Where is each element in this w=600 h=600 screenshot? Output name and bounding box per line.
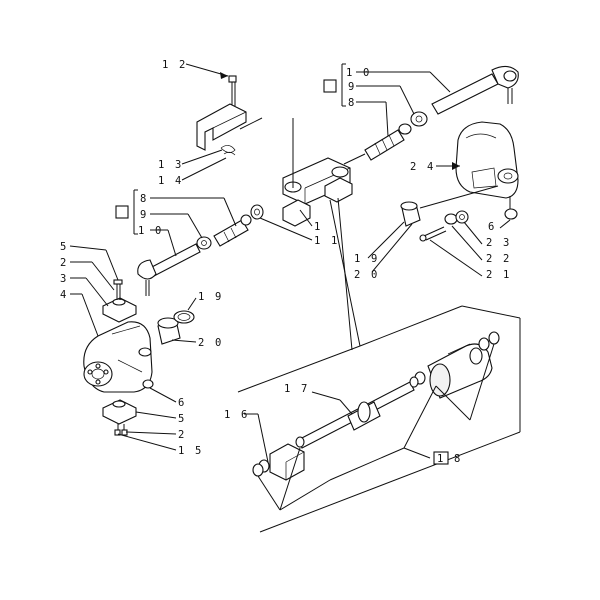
callout-8-lower: 8	[140, 193, 149, 205]
callout-labels: 1 2 1 0 9 8 1 3 1 4 2 4 8 9 1 0 1 1 1 6 …	[60, 59, 512, 465]
callout-8-upper: 8	[348, 97, 357, 109]
callout-11: 1 1	[314, 235, 340, 247]
left-tie-rod-assembly	[137, 204, 264, 296]
callout-9-lower: 9	[140, 209, 149, 221]
arrowheads	[220, 72, 460, 170]
callout-6-right: 6	[488, 221, 497, 233]
left-knuckle-assembly	[83, 279, 154, 436]
callout-20-right: 2 0	[354, 269, 380, 281]
callout-5-lower: 5	[178, 413, 187, 425]
leader-lines	[69, 63, 511, 511]
callout-19-right: 1 9	[354, 253, 380, 265]
kit-box-icon	[323, 79, 337, 93]
callout-3: 3	[60, 273, 69, 285]
right-tie-rod-assembly	[343, 65, 519, 220]
callout-17: 1 7	[284, 383, 310, 395]
callout-2-lower: 2	[178, 429, 187, 441]
callout-10-lower: 1 0	[138, 225, 164, 237]
callout-4: 4	[60, 289, 69, 301]
kit-box-icon	[115, 205, 129, 219]
callout-16: 1 6	[224, 409, 250, 421]
callout-21: 2 1	[486, 269, 512, 281]
callout-14: 1 4	[158, 175, 184, 187]
callout-6-left: 6	[178, 397, 187, 409]
callout-10-upper: 1 0	[346, 67, 372, 79]
group-brackets	[115, 63, 449, 465]
callout-18: 1 8	[437, 453, 463, 465]
inset-frame	[237, 197, 521, 533]
cylinder-assembly	[252, 331, 500, 481]
callout-22: 2 2	[486, 253, 512, 265]
callout-24: 2 4	[410, 161, 436, 173]
callout-2-upper: 2	[60, 257, 69, 269]
callout-9-upper: 9	[348, 81, 357, 93]
kit-box-icon	[433, 451, 449, 465]
callout-1: 1	[314, 221, 323, 233]
callout-5-upper: 5	[60, 241, 69, 253]
bracket-assembly	[196, 75, 263, 156]
clamp-block-1	[282, 118, 353, 227]
callout-20-left: 2 0	[198, 337, 224, 349]
callout-12: 1 2	[162, 59, 188, 71]
callout-15: 1 5	[178, 445, 204, 457]
right-bushings	[400, 185, 499, 242]
left-bushings	[157, 310, 195, 345]
callout-19-left: 1 9	[198, 291, 224, 303]
callout-13: 1 3	[158, 159, 184, 171]
callout-23: 2 3	[486, 237, 512, 249]
